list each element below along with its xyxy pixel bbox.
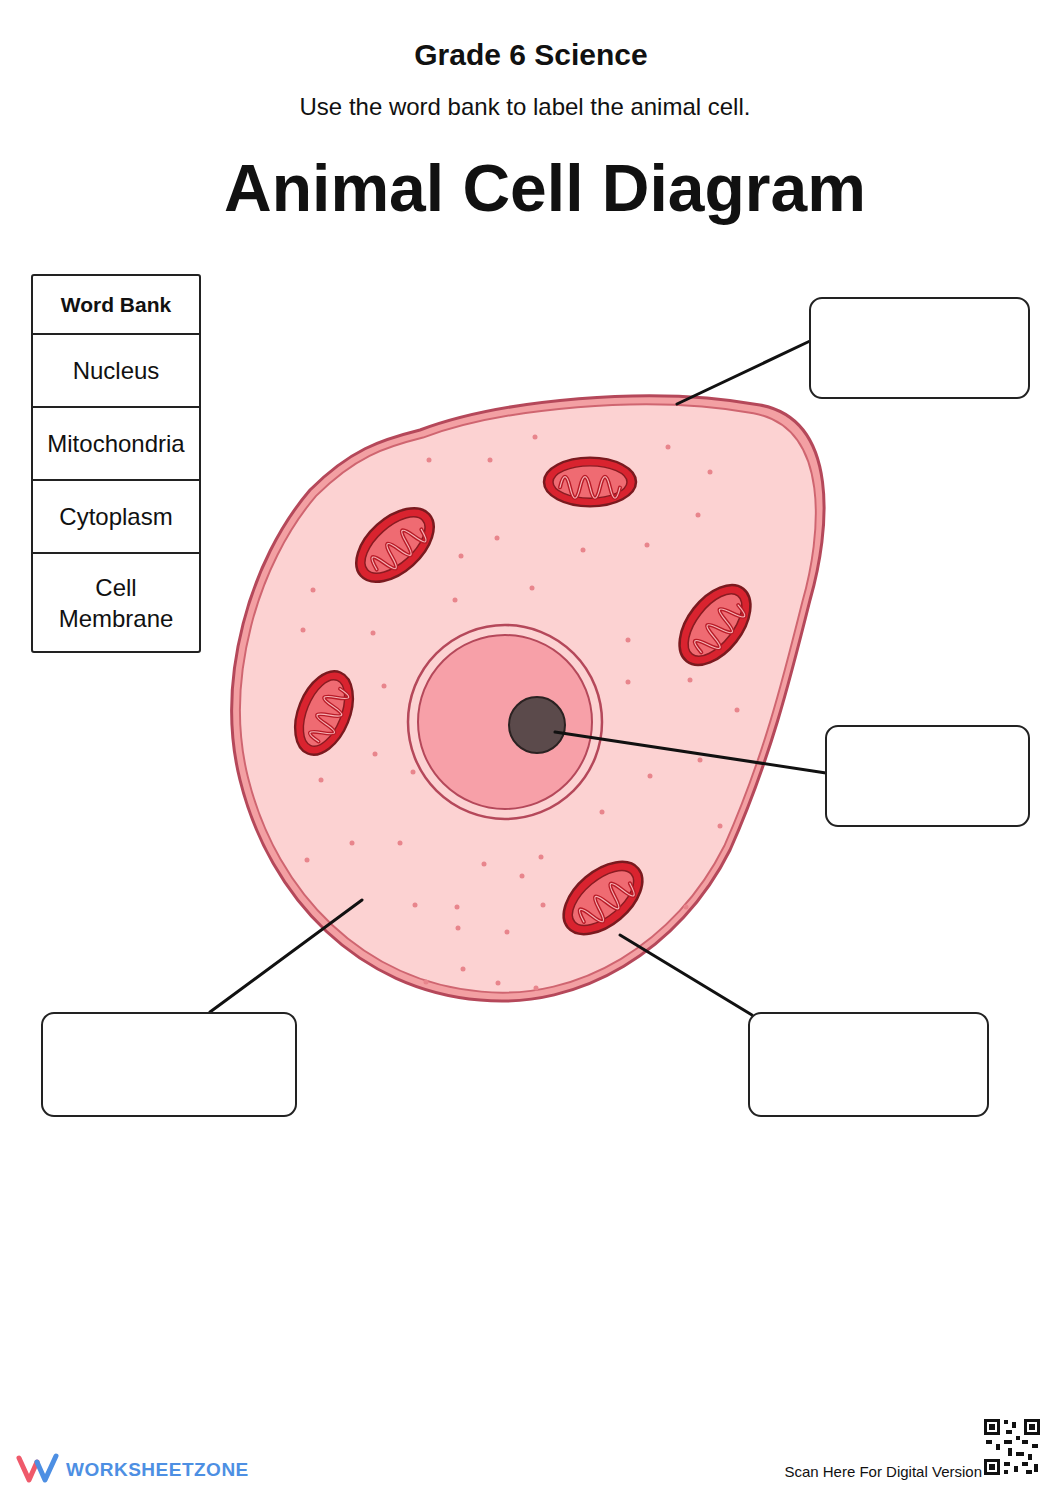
cytoplasm-dots bbox=[301, 435, 740, 991]
brand-name: WORKSHEETZONE bbox=[66, 1458, 266, 1482]
word-bank-cell: Cytoplasm bbox=[33, 479, 199, 552]
scan-note: Scan Here For Digital Version bbox=[740, 1462, 982, 1482]
cytoplasm bbox=[240, 404, 816, 992]
nucleolus bbox=[509, 697, 565, 753]
mitochondrion bbox=[544, 458, 636, 507]
word-bank-header-cell: Word Bank bbox=[33, 276, 199, 333]
instruction-text: Use the word bank to label the animal ce… bbox=[175, 92, 875, 122]
word-bank-box: Word BankNucleusMitochondriaCytoplasmCel… bbox=[31, 274, 201, 653]
nuclear-envelope bbox=[408, 625, 602, 819]
mitochondrion bbox=[550, 848, 655, 949]
logo-mark bbox=[19, 1456, 56, 1480]
word-bank-term: Mitochondria bbox=[43, 428, 188, 459]
worksheet-title: Animal Cell Diagram bbox=[145, 148, 945, 228]
word-bank-term: Nucleus bbox=[69, 355, 164, 386]
cell-membrane bbox=[232, 396, 824, 1001]
mitochondrion bbox=[284, 663, 364, 763]
word-bank-cell: Cell Membrane bbox=[33, 552, 199, 651]
word-bank-cell: Nucleus bbox=[33, 333, 199, 406]
mitochondrion bbox=[665, 572, 764, 678]
qr-code bbox=[983, 1418, 1041, 1476]
mitochondrion bbox=[343, 494, 448, 596]
word-bank-term: Cell Membrane bbox=[33, 572, 199, 634]
word-bank-heading: Word Bank bbox=[61, 292, 171, 318]
word-bank-cell: Mitochondria bbox=[33, 406, 199, 479]
leader-lines bbox=[210, 341, 826, 1015]
nucleus bbox=[418, 635, 592, 809]
grade-heading: Grade 6 Science bbox=[231, 36, 831, 74]
word-bank-term: Cytoplasm bbox=[55, 501, 176, 532]
